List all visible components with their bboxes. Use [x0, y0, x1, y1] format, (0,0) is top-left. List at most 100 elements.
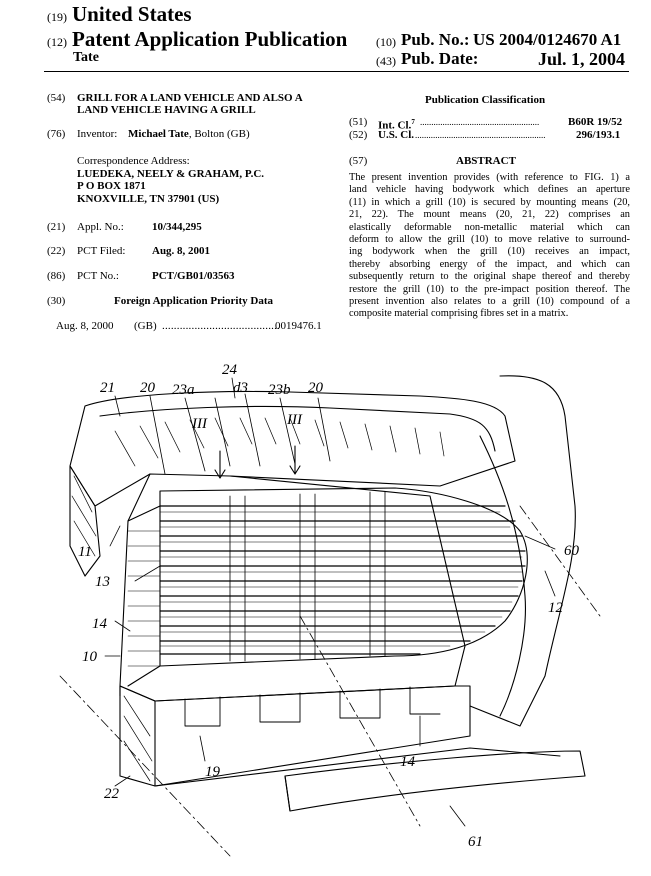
ref-numeral: 14 [92, 616, 108, 632]
ref-numeral: 12 [548, 600, 564, 616]
grill-frame [119, 473, 466, 702]
int-cl-label: Int. Cl.7 [378, 116, 415, 133]
inid-code-10: (10) [376, 35, 396, 49]
abstract-line: (11) in which a grill (10) is secured by… [349, 196, 630, 208]
bumper [284, 750, 586, 812]
ref-numeral: 61 [468, 834, 483, 850]
priority-leader: ........................................ [162, 320, 280, 332]
abstract-line: The present invention provides (with ref… [349, 172, 630, 183]
inid-code-19: (19) [47, 10, 67, 24]
inid-code-54: (54) [47, 92, 66, 104]
author-name: Tate [73, 50, 99, 65]
inid-code-76: (76) [47, 128, 66, 140]
base-castellations [184, 686, 441, 727]
abstract-line: land vehicle having bodywork which defin… [349, 184, 630, 196]
header: (19) United States (12) Patent Applicati… [0, 0, 651, 72]
header-divider [44, 71, 629, 72]
correspondence-line-3: KNOXVILLE, TN 37901 (US) [77, 193, 220, 205]
appl-no: 10/344,295 [152, 221, 202, 233]
ref-numeral: d3 [233, 380, 248, 396]
section-arrow-right [289, 445, 301, 475]
left-column: (54) GRILL FOR A LAND VEHICLE AND ALSO A… [0, 0, 340, 340]
ref-numeral: 20 [140, 380, 156, 396]
abstract-body: The present invention provides (with ref… [349, 172, 630, 321]
priority-date: Aug. 8, 2000 [56, 320, 114, 332]
lower-mount-hatch [123, 695, 153, 782]
int-cl-edition: 7 [411, 118, 415, 126]
title-line-2: LAND VEHICLE HAVING A GRILL [77, 104, 256, 116]
pub-date: Jul. 1, 2004 [538, 49, 626, 69]
priority-no: 0019476.1 [275, 320, 322, 332]
ref-numeral: 19 [205, 764, 221, 780]
leader-lines [104, 377, 556, 827]
correspondence-label: Correspondence Address: [77, 155, 190, 167]
pub-date-label: Pub. Date: [401, 49, 479, 68]
grill-left-ticks [127, 530, 161, 667]
abstract-line: restore the grill (10) to the pre-impact… [349, 283, 630, 295]
abstract-line: ing bodywork when the grill (10) receive… [349, 246, 630, 258]
grill-left-side [119, 505, 161, 697]
abstract-line: 21, 22). The mount means (20, 21, 22) co… [349, 209, 630, 221]
int-cl-leader: ........................................… [420, 117, 540, 127]
bodywork-edge [479, 435, 526, 717]
bumper-top [284, 775, 291, 812]
bodywork-right [469, 375, 576, 727]
int-cl-label-text: Int. Cl. [378, 119, 412, 132]
ref-numeral: III [286, 412, 303, 428]
pct-no-label: PCT No.: [77, 270, 119, 282]
priority-country: (GB) [134, 320, 157, 332]
pub-no-label: Pub. No.: [401, 30, 470, 49]
ref-numeral: 20 [308, 380, 324, 396]
appl-no-label: Appl. No.: [77, 221, 124, 233]
panel-hatching [114, 417, 445, 467]
inid-code-86: (86) [47, 270, 66, 282]
inid-code-22: (22) [47, 245, 66, 257]
grill-ribs [229, 491, 386, 662]
ref-numeral: 60 [564, 543, 580, 559]
inid-code-30: (30) [47, 295, 66, 307]
patent-figure: 24 21 20 23a d3 23b 20 III III 11 13 14 … [59, 362, 601, 857]
ref-numeral: 22 [104, 786, 120, 802]
abstract-line: thereby absorbing energy of the impact, … [349, 258, 630, 270]
priority-heading: Foreign Application Priority Data [114, 295, 273, 307]
inid-code-57: (57) [349, 155, 368, 167]
correspondence-line-2: P O BOX 1871 [77, 180, 146, 192]
pub-class-heading: Publication Classification [425, 94, 546, 106]
ref-numeral: 13 [95, 574, 110, 590]
ref-numeral: 10 [82, 649, 98, 665]
centre-line-1 [59, 675, 231, 857]
pub-no: US 2004/0124670 A1 [473, 30, 622, 49]
left-side-block [69, 465, 101, 577]
left-block-hatch [71, 475, 97, 557]
correspondence-line-1: LUEDEKA, NEELY & GRAHAM, P.C. [77, 168, 265, 180]
section-arrow-left [214, 450, 226, 479]
inventor-label: Inventor: [77, 128, 118, 140]
base-block [154, 685, 471, 787]
abstract-line: composite material comprising fibres set… [349, 308, 569, 320]
pct-filed-date: Aug. 8, 2001 [152, 245, 211, 257]
ref-numeral: 21 [100, 380, 115, 396]
us-cl-leader: ........................................… [415, 130, 546, 140]
inventor: Michael Tate, Bolton (GB) [128, 128, 250, 141]
ref-numeral: 11 [78, 544, 92, 560]
inventor-location: , Bolton (GB) [188, 128, 250, 140]
document-type: Patent Application Publication [72, 27, 348, 51]
country-title: United States [72, 2, 192, 26]
us-cl-label: U.S. Cl. [378, 129, 415, 141]
title-line-1: GRILL FOR A LAND VEHICLE AND ALSO A [77, 92, 303, 104]
int-cl-value: B60R 19/52 [568, 116, 623, 128]
pct-no: PCT/GB01/03563 [152, 270, 235, 282]
centre-line-2 [519, 505, 601, 617]
inid-code-21: (21) [47, 221, 66, 233]
abstract-line: subsequently return to the original shap… [349, 271, 630, 283]
inid-code-52: (52) [349, 129, 368, 141]
abstract-heading: ABSTRACT [456, 155, 516, 167]
pct-filed-label: PCT Filed: [77, 245, 126, 257]
abstract-line: elastically deformable non-metallic mate… [349, 221, 630, 233]
ref-numeral: 23b [268, 382, 291, 398]
right-column: Publication Classification (51) Int. Cl.… [0, 0, 651, 360]
abstract-line: deform to allow the grill (10) to move r… [349, 234, 630, 246]
inid-code-12: (12) [47, 35, 67, 49]
ref-numeral: 23a [172, 382, 195, 398]
ref-numeral: 14 [400, 754, 416, 770]
